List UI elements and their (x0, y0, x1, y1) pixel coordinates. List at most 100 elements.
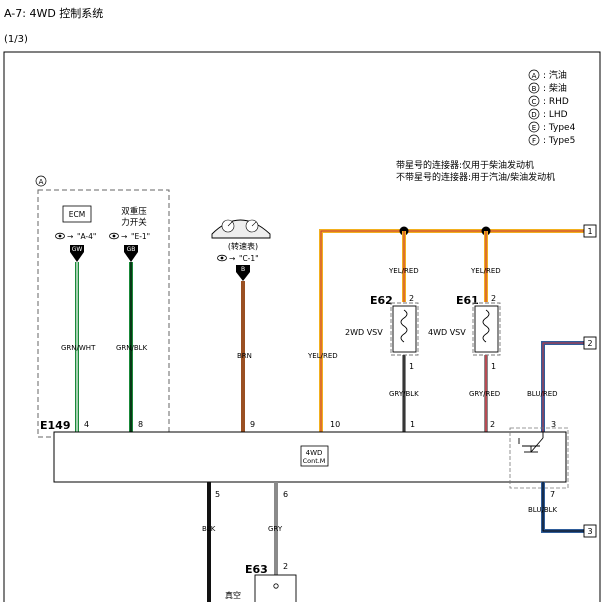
svg-text:2: 2 (587, 339, 592, 348)
wire-blu-blk (541, 482, 586, 533)
legend-item-f: F : Type5 (528, 134, 575, 146)
group-a: A (35, 175, 170, 438)
svg-text:E: E (532, 124, 536, 132)
svg-text:→: → (67, 232, 73, 241)
module-4wd-cont-m: 4WD Cont.M (53, 427, 569, 489)
wire-label-yel-red-e62: YEL/RED (388, 267, 419, 275)
svg-text:2: 2 (283, 562, 288, 571)
svg-text:: Type5: : Type5 (543, 136, 575, 146)
svg-text:C: C (532, 98, 537, 106)
pin-e149-7: 7 (550, 490, 555, 499)
e149-connector: E149 (40, 419, 70, 432)
svg-text:A: A (39, 178, 44, 186)
svg-text:E63: E63 (245, 563, 268, 576)
svg-text:B: B (241, 266, 245, 273)
wire-label-blu-red: BLU/RED (527, 390, 558, 398)
svg-text:4WD: 4WD (306, 449, 323, 457)
svg-text:1: 1 (587, 227, 592, 236)
svg-text:→: → (229, 254, 235, 263)
pin-e149-4: 4 (84, 420, 89, 429)
svg-text:B: B (532, 85, 537, 93)
e61-connector: E61 2 1 (456, 294, 501, 371)
svg-text:: LHD: : LHD (543, 110, 568, 120)
offpage-ref-1: 1 (583, 224, 597, 238)
legend-item-e: E : Type4 (528, 121, 576, 133)
vsv-4wd-label: 4WD VSV (428, 328, 466, 337)
pin-e149-10: 10 (330, 420, 340, 429)
page-index: (1/3) (4, 34, 28, 45)
eye-icon (55, 232, 65, 240)
wire-label-yel-red-e61: YEL/RED (470, 267, 501, 275)
svg-text:2: 2 (491, 294, 496, 303)
svg-text:1: 1 (409, 362, 414, 371)
tag-b: B (236, 265, 250, 281)
pin-e149-8: 8 (138, 420, 143, 429)
tag-gw: GW (70, 245, 84, 262)
switch-label-1: 双重压 (121, 206, 147, 217)
svg-text:2: 2 (409, 294, 414, 303)
pin-e149-3: 3 (551, 420, 556, 429)
wire-blu-red (541, 341, 586, 432)
wire-label-brn: BRN (237, 352, 252, 360)
switch-label-2: 力开关 (121, 217, 147, 228)
svg-text:真空: 真空 (225, 590, 241, 600)
legend-item-c: C : RHD (528, 95, 569, 107)
e62-connector: E62 2 1 (370, 294, 419, 371)
diagram-frame (3, 51, 601, 602)
tag-gb: GB (124, 245, 138, 262)
pin-e149-6: 6 (283, 490, 288, 499)
pin-e149-2: 2 (490, 420, 495, 429)
vsv-2wd-label: 2WD VSV (345, 328, 383, 337)
wire-label-grn-wht: GRN/WHT (61, 344, 96, 352)
svg-text:: 柴油: : 柴油 (543, 82, 567, 94)
legend-item-b: B : 柴油 (528, 82, 567, 94)
ref-meter: → "C-1" (217, 254, 259, 263)
pin-e149-9: 9 (250, 420, 255, 429)
switch-icon (518, 432, 544, 453)
eye-icon (109, 232, 119, 240)
svg-text:→: → (121, 232, 127, 241)
legend: A : 汽油 B : 柴油 C : RHD D : LHD E : Type4 … (528, 69, 576, 146)
ref-switch: → "E-1" (109, 232, 150, 241)
svg-text:GW: GW (72, 246, 83, 253)
gauge-icon (211, 219, 271, 239)
wire-label-gry: GRY (268, 525, 283, 533)
svg-text:D: D (531, 111, 536, 119)
eye-icon (217, 254, 227, 262)
svg-text:ECM: ECM (69, 210, 85, 219)
svg-text:1: 1 (491, 362, 496, 371)
wire-label-grn-blk: GRN/BLK (116, 344, 148, 352)
offpage-ref-2: 2 (583, 336, 597, 350)
svg-text:"A-4": "A-4" (77, 232, 96, 241)
svg-text:E62: E62 (370, 294, 393, 307)
ref-ecm: → "A-4" (55, 232, 96, 241)
svg-text:GB: GB (127, 246, 136, 253)
legend-item-d: D : LHD (528, 108, 568, 120)
wire-label-gry-red: GRY/RED (469, 390, 500, 398)
svg-text:: Type4: : Type4 (543, 123, 576, 133)
pin-e149-5: 5 (215, 490, 220, 499)
offpage-ref-3: 3 (583, 524, 597, 538)
svg-text:Cont.M: Cont.M (303, 457, 326, 465)
wire-label-yel-red-main: YEL/RED (307, 352, 338, 360)
svg-text:: 汽油: : 汽油 (543, 69, 567, 81)
e63-connector: E63 2 真空 (225, 562, 297, 602)
page-title: A-7: 4WD 控制系统 (4, 7, 104, 20)
note-star-connector: 带星号的连接器:仅用于柴油发动机 (396, 159, 534, 171)
svg-text:"C-1": "C-1" (239, 254, 259, 263)
svg-text:"E-1": "E-1" (131, 232, 150, 241)
wire-label-blk: BLK (202, 525, 216, 533)
svg-text:3: 3 (587, 527, 592, 536)
pin-e149-1: 1 (410, 420, 415, 429)
wire-yel-red-main (319, 229, 586, 432)
ecm-box: ECM (62, 205, 92, 223)
note-no-star-connector: 不带星号的连接器:用于汽油/柴油发动机 (396, 171, 555, 183)
svg-text:E61: E61 (456, 294, 479, 307)
svg-text:F: F (532, 137, 536, 145)
legend-item-a: A : 汽油 (528, 69, 567, 81)
wire-label-gry-blk: GRY/BLK (389, 390, 419, 398)
wire-label-blu-blk: BLU/BLK (528, 506, 558, 514)
meter-label: (转速表) (228, 241, 258, 251)
svg-text:: RHD: : RHD (543, 97, 569, 107)
